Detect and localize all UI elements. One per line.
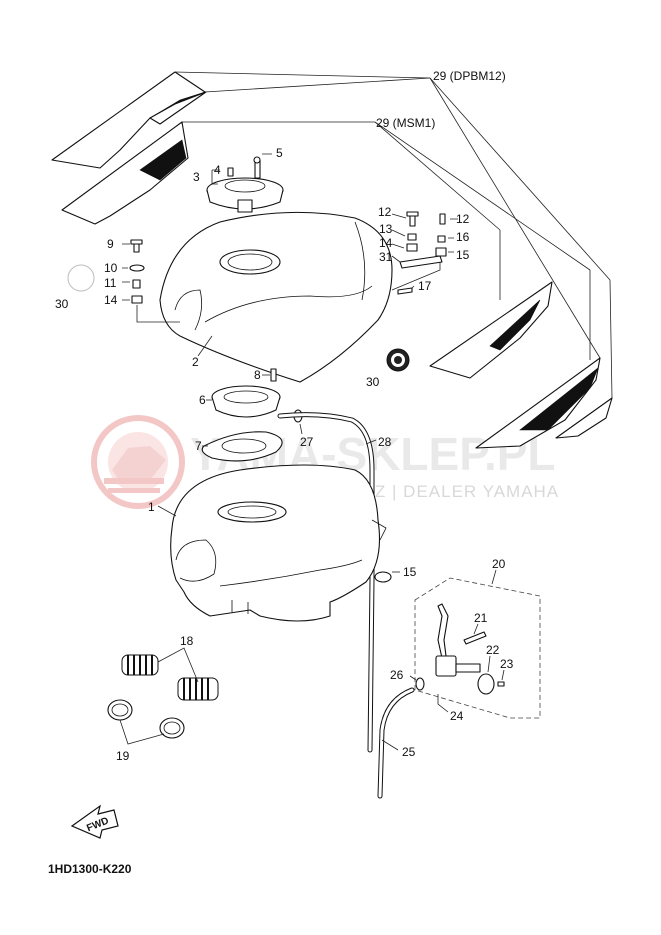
- callout-30-right: 30: [366, 375, 380, 389]
- callout-30-left: 30: [55, 297, 69, 311]
- washer-16: [437, 235, 446, 243]
- fuel-cock-assembly: [414, 577, 541, 719]
- callout-27: 27: [300, 435, 314, 449]
- callout-31: 31: [379, 250, 393, 264]
- grommet-15-lower: [374, 571, 392, 583]
- callout-17: 17: [418, 279, 432, 293]
- cap-bolt-5: [253, 156, 261, 179]
- callout-26: 26: [390, 668, 404, 682]
- callout-11: 11: [104, 276, 117, 290]
- grommet-15-top: [435, 247, 447, 257]
- callout-10: 10: [104, 261, 118, 275]
- cap-bolt-4: [227, 167, 234, 177]
- callout-15-lower: 15: [403, 565, 417, 579]
- callout-25: 25: [402, 745, 416, 759]
- callout-13: 13: [379, 222, 393, 236]
- bolt-12-b: [439, 213, 446, 225]
- damper-18-b: [177, 677, 219, 701]
- side-panel-dpbm12-right: [475, 357, 613, 449]
- damper-18-a: [121, 654, 159, 676]
- callout-2: 2: [192, 355, 199, 369]
- callout-24: 24: [450, 709, 464, 723]
- callout-6: 6: [199, 393, 206, 407]
- watermark-logo: [91, 415, 185, 509]
- callout-16: 16: [456, 230, 470, 244]
- grommet-14-left: [131, 295, 143, 304]
- clamp-19-b: [159, 717, 185, 739]
- fuel-cap: [206, 177, 284, 213]
- leader-lines-29: [174, 71, 613, 399]
- gasket-7: [201, 431, 283, 462]
- callout-29-msm1: 29 (MSM1): [376, 116, 435, 130]
- breather-hose-28: [277, 412, 375, 753]
- callout-23: 23: [500, 657, 514, 671]
- tank-cover: [159, 211, 393, 383]
- callout-12-a: 12: [378, 205, 392, 219]
- fwd-arrow-icon: FWD: [70, 804, 119, 839]
- callout-5: 5: [276, 146, 283, 160]
- callout-28: 28: [378, 435, 392, 449]
- filler-ring-6: [211, 385, 281, 418]
- bolt-8: [270, 368, 277, 382]
- bracket-31: [399, 255, 443, 269]
- clip-17: [397, 287, 413, 295]
- side-panel-msm1-right: [429, 281, 553, 379]
- callout-22: 22: [486, 643, 500, 657]
- callout-21: 21: [474, 611, 488, 625]
- callout-9: 9: [107, 237, 114, 251]
- callout-8: 8: [254, 368, 261, 382]
- emblem-30-right: [386, 348, 410, 372]
- callout-14-left: 14: [104, 293, 118, 307]
- callout-18: 18: [180, 634, 194, 648]
- callout-15-top: 15: [456, 248, 470, 262]
- callout-7: 7: [195, 439, 202, 453]
- hose-clamp-26: [415, 677, 425, 691]
- callout-3: 3: [193, 170, 200, 184]
- callout-29-dpbm12: 29 (DPBM12): [433, 69, 506, 83]
- callout-4: 4: [214, 163, 221, 177]
- callout-1: 1: [148, 500, 155, 514]
- bolt-9: [130, 239, 143, 253]
- callout-12-b: 12: [456, 212, 470, 226]
- callout-20: 20: [492, 557, 506, 571]
- washer-10: [129, 264, 145, 272]
- clamp-19-a: [107, 699, 133, 721]
- spacer-11: [132, 279, 141, 289]
- diagram-code: 1HD1300-K220: [48, 862, 132, 876]
- plug-30-left: [67, 264, 95, 292]
- washer-13: [407, 233, 417, 241]
- callout-14-right: 14: [379, 236, 393, 250]
- grommet-14-right: [406, 243, 418, 252]
- bolt-12-a: [406, 211, 419, 227]
- callout-19: 19: [116, 749, 130, 763]
- fuel-tank: [170, 464, 387, 622]
- fuel-hose-25: [377, 687, 415, 799]
